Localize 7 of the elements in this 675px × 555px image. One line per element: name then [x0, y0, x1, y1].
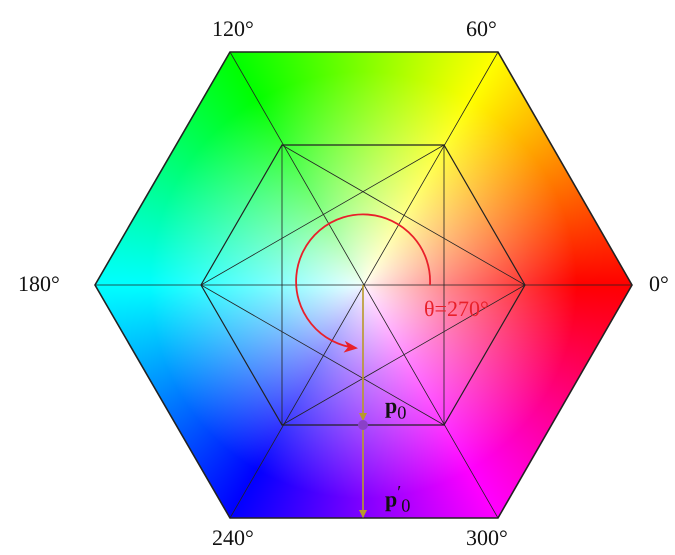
point-label: p$_{0}$: [385, 394, 406, 424]
angle-label: 180°: [18, 272, 60, 296]
angle-label: 240°: [212, 526, 254, 550]
angle-label: 300°: [466, 526, 508, 550]
angle-label: 60°: [466, 17, 497, 41]
angle-label: 0°: [649, 272, 669, 296]
angle-label: 120°: [212, 17, 254, 41]
